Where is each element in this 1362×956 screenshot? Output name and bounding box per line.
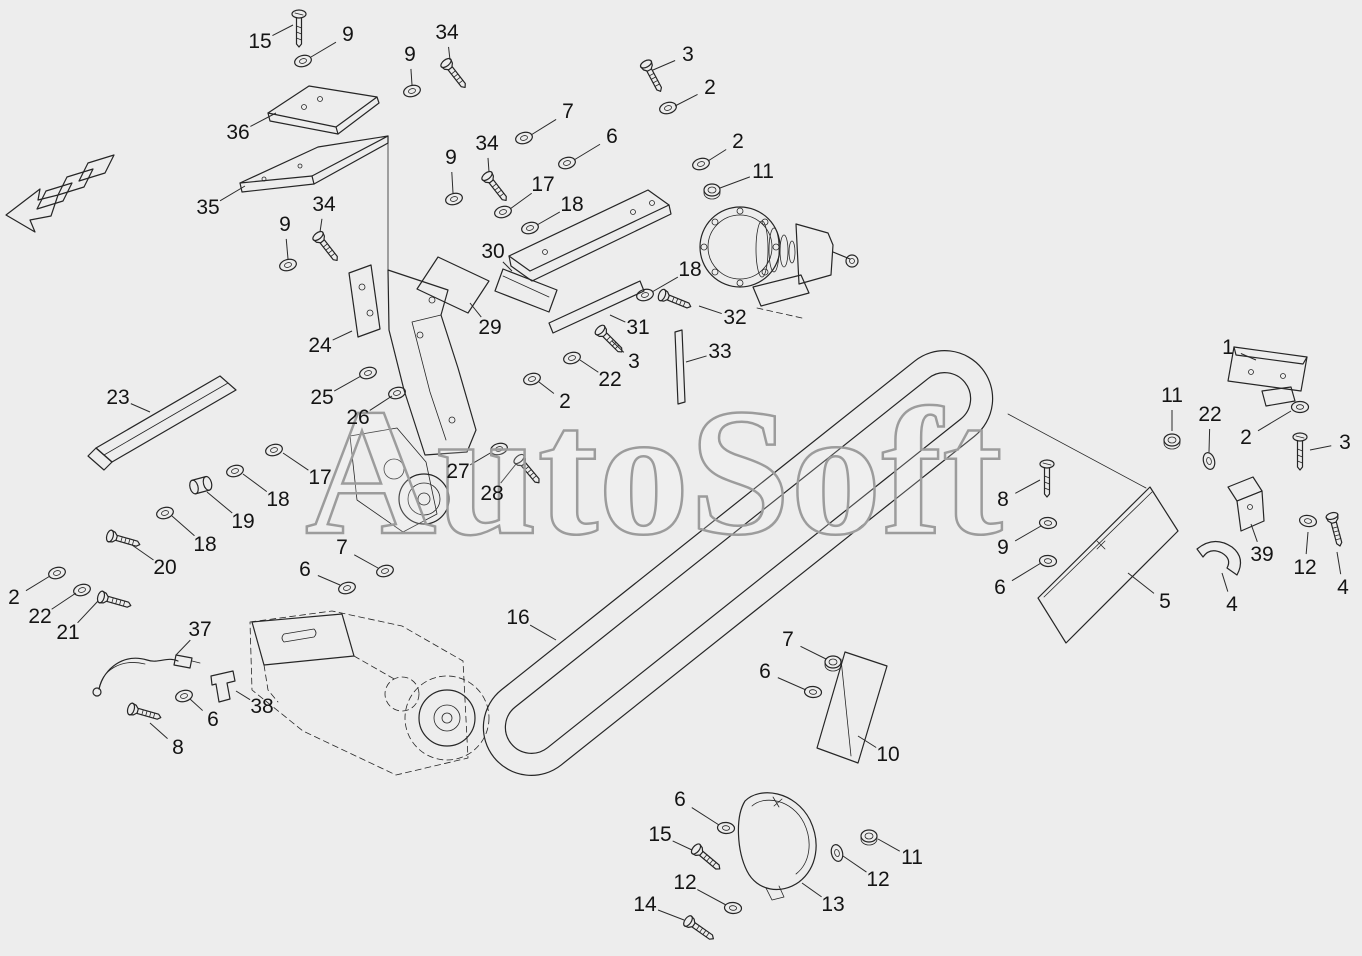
part-callout-12: 12	[866, 868, 890, 891]
part-callout-11: 11	[901, 846, 923, 869]
part-callout-39: 39	[1250, 543, 1274, 566]
part-callout-22: 22	[1198, 403, 1222, 426]
bracket-1	[1227, 346, 1308, 407]
part-callout-2: 2	[732, 130, 744, 153]
part-callout-7: 7	[562, 100, 574, 123]
part-callout-8: 8	[172, 736, 184, 759]
gearbox	[699, 206, 859, 319]
part-callout-6: 6	[674, 788, 686, 811]
part-callout-18: 18	[266, 488, 290, 511]
part-callout-9: 9	[445, 146, 457, 169]
part-callout-19: 19	[231, 510, 255, 533]
part-callout-3: 3	[1339, 431, 1351, 454]
part-callout-13: 13	[821, 893, 845, 916]
part-callout-9: 9	[404, 43, 416, 66]
part-callout-34: 34	[435, 21, 459, 44]
part-callout-34: 34	[475, 132, 499, 155]
belt-cover-13	[737, 792, 817, 901]
part-callout-9: 9	[342, 23, 354, 46]
part-callout-38: 38	[250, 695, 274, 718]
part-callout-9: 9	[997, 536, 1009, 559]
part-callout-18: 18	[678, 258, 702, 281]
part-callout-11: 11	[752, 160, 774, 183]
part-callout-4: 4	[1226, 593, 1238, 616]
part-callout-9: 9	[279, 213, 291, 236]
part-callout-2: 2	[559, 390, 571, 413]
part-callout-32: 32	[723, 306, 747, 329]
direction-arrow-icon	[5, 154, 115, 233]
part-callout-2: 2	[8, 586, 20, 609]
part-callout-2: 2	[1240, 426, 1252, 449]
part-callout-8: 8	[997, 488, 1009, 511]
part-callout-6: 6	[207, 708, 219, 731]
part-callout-27: 27	[446, 460, 470, 483]
part-callout-22: 22	[28, 605, 52, 628]
part-callout-7: 7	[336, 536, 348, 559]
part-callout-23: 23	[106, 386, 130, 409]
part-callout-37: 37	[188, 618, 212, 641]
part-callout-12: 12	[1293, 556, 1317, 579]
part-callout-22: 22	[598, 368, 622, 391]
part-callout-6: 6	[299, 558, 311, 581]
part-callout-10: 10	[876, 743, 900, 766]
part-callout-24: 24	[308, 334, 332, 357]
part-callout-18: 18	[193, 533, 217, 556]
leader-lines	[25, 24, 1342, 921]
part-callout-15: 15	[248, 30, 272, 53]
clip-4	[1196, 540, 1242, 576]
part-callout-6: 6	[606, 125, 618, 148]
part-callout-25: 25	[310, 386, 334, 409]
part-callout-12: 12	[673, 871, 697, 894]
part-callout-5: 5	[1159, 590, 1171, 613]
part-callout-3: 3	[682, 43, 694, 66]
channel-bar-23	[87, 375, 237, 471]
part-callout-31: 31	[626, 316, 650, 339]
part-callout-7: 7	[782, 628, 794, 651]
bracket-38	[210, 670, 236, 703]
part-callout-35: 35	[196, 196, 220, 219]
part-callout-33: 33	[708, 340, 732, 363]
part-callout-3: 3	[628, 350, 640, 373]
part-callout-29: 29	[478, 316, 502, 339]
part-callout-21: 21	[56, 621, 80, 644]
support-arm	[508, 189, 672, 282]
part-callout-20: 20	[153, 556, 177, 579]
part-callout-11: 11	[1161, 384, 1183, 407]
plate-35	[239, 135, 389, 193]
panel-5	[1007, 413, 1179, 644]
plate-10	[816, 651, 888, 764]
cable-37	[92, 654, 201, 697]
plate-30	[494, 268, 558, 313]
part-callout-30: 30	[481, 240, 505, 263]
part-callout-36: 36	[226, 121, 250, 144]
rod-33	[674, 329, 686, 405]
part-callout-15: 15	[648, 823, 672, 846]
pulley-assembly-left	[349, 427, 450, 533]
part-callout-2: 2	[704, 76, 716, 99]
bracket-24	[348, 264, 381, 338]
part-callout-6: 6	[759, 660, 771, 683]
part-callout-17: 17	[308, 466, 332, 489]
part-callout-34: 34	[312, 193, 336, 216]
part-callout-17: 17	[531, 173, 555, 196]
part-callout-26: 26	[346, 406, 370, 429]
bar-31	[548, 280, 645, 334]
drive-belt-16	[482, 350, 994, 776]
part-callout-16: 16	[506, 606, 530, 629]
machine-lower	[249, 610, 490, 776]
plate-29	[416, 256, 490, 314]
part-callout-4: 4	[1337, 576, 1349, 599]
part-callout-28: 28	[480, 482, 504, 505]
part-callout-1: 1	[1222, 336, 1234, 359]
part-callout-14: 14	[633, 893, 657, 916]
part-callout-18: 18	[560, 193, 584, 216]
bracket-39	[1227, 476, 1265, 532]
part-callout-6: 6	[994, 576, 1006, 599]
